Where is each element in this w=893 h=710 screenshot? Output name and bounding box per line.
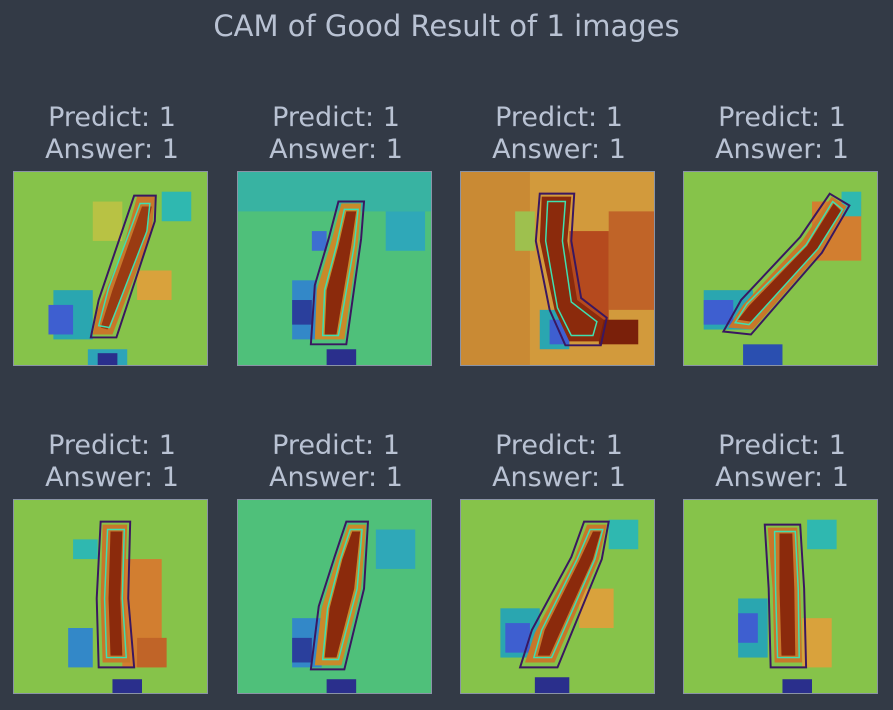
cam-panel-8: Predict: 1 Answer: 1 bbox=[683, 430, 881, 694]
answer-label: Answer: 1 bbox=[45, 462, 179, 493]
predict-label: Predict: 1 bbox=[495, 430, 623, 461]
cam-panel-1: Predict: 1 Answer: 1 bbox=[13, 102, 211, 366]
cam-heatmap bbox=[13, 171, 208, 366]
predict-label: Predict: 1 bbox=[718, 430, 846, 461]
cam-panel-3: Predict: 1 Answer: 1 bbox=[460, 102, 658, 366]
predict-label: Predict: 1 bbox=[272, 102, 400, 133]
answer-label: Answer: 1 bbox=[269, 134, 403, 165]
cam-heatmap bbox=[460, 499, 655, 694]
cam-heatmap bbox=[683, 171, 878, 366]
cam-panel-6: Predict: 1 Answer: 1 bbox=[237, 430, 435, 694]
cam-panel-2: Predict: 1 Answer: 1 bbox=[237, 102, 435, 366]
answer-label: Answer: 1 bbox=[45, 134, 179, 165]
cam-panel-4: Predict: 1 Answer: 1 bbox=[683, 102, 881, 366]
cam-heatmap bbox=[237, 499, 432, 694]
answer-label: Answer: 1 bbox=[715, 462, 849, 493]
answer-label: Answer: 1 bbox=[492, 134, 626, 165]
answer-label: Answer: 1 bbox=[492, 462, 626, 493]
cam-panel-5: Predict: 1 Answer: 1 bbox=[13, 430, 211, 694]
answer-label: Answer: 1 bbox=[269, 462, 403, 493]
figure-title: CAM of Good Result of 1 images bbox=[213, 9, 680, 43]
cam-panel-7: Predict: 1 Answer: 1 bbox=[460, 430, 658, 694]
predict-label: Predict: 1 bbox=[272, 430, 400, 461]
predict-label: Predict: 1 bbox=[48, 430, 176, 461]
cam-heatmap bbox=[237, 171, 432, 366]
cam-heatmap bbox=[683, 499, 878, 694]
answer-label: Answer: 1 bbox=[715, 134, 849, 165]
cam-heatmap bbox=[460, 171, 655, 366]
predict-label: Predict: 1 bbox=[48, 102, 176, 133]
predict-label: Predict: 1 bbox=[718, 102, 846, 133]
predict-label: Predict: 1 bbox=[495, 102, 623, 133]
cam-heatmap bbox=[13, 499, 208, 694]
